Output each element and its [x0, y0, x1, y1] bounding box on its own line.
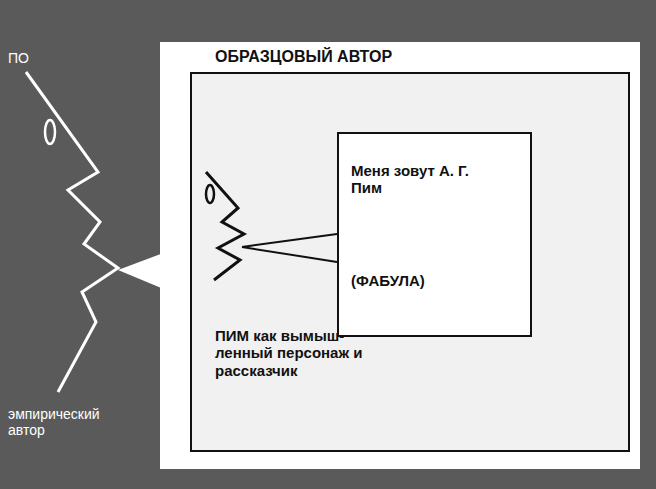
profile-line — [26, 72, 118, 392]
fabula-box: Меня зовут А. Г. Пим (ФАБУЛА) — [337, 132, 532, 337]
pim-eye — [206, 185, 214, 203]
node-text: Меня зовут А. Г. Пим — [351, 162, 481, 197]
empirical-author-label: эмпирический автор — [8, 406, 120, 438]
pim-profile-line — [206, 172, 244, 280]
abbreviation-label: ПО — [8, 50, 68, 66]
frame-heading: ОБРАЗЦОВЫЙ АВТОР — [215, 48, 595, 66]
text-frame: ПИМ как вымыш- ленный персонаж и рассказ… — [190, 72, 630, 452]
profile-eye — [45, 120, 55, 144]
fabula-label: (ФАБУЛА) — [351, 272, 521, 289]
pim-speech-line — [242, 247, 337, 262]
model-author-frame: ОБРАЗЦОВЫЙ АВТОР ПИМ как вымыш- ленный п… — [160, 42, 640, 469]
pim-speech-line — [242, 234, 337, 247]
speech-wedge — [118, 252, 166, 290]
